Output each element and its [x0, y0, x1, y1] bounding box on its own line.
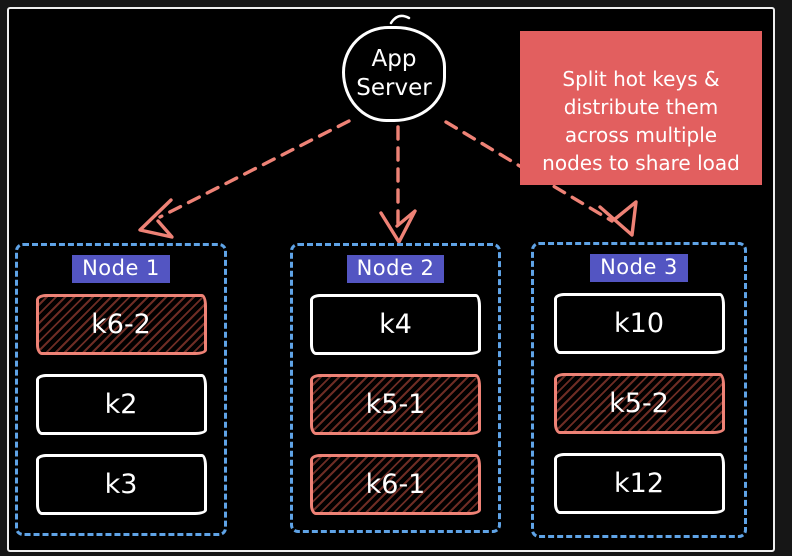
node-3-container: Node 3 k10 k5-2 k12 [531, 242, 747, 538]
key-label: k5-2 [609, 388, 669, 419]
node-1-label: Node 1 [72, 255, 170, 283]
annotation-text: Split hot keys & distribute them across … [542, 67, 740, 175]
key-box-hot: k5-2 [553, 373, 725, 434]
key-box: k4 [310, 294, 481, 355]
node-1-keys: k6-2 k2 k3 [35, 294, 207, 515]
node-1-container: Node 1 k6-2 k2 k3 [15, 243, 227, 536]
key-label: k6-1 [365, 469, 426, 500]
node-2-label: Node 2 [346, 255, 445, 283]
key-label: k3 [104, 469, 138, 500]
key-box-hot: k6-1 [310, 454, 481, 515]
key-label: k2 [104, 389, 138, 420]
key-label: k5-1 [365, 389, 426, 420]
node-2-keys: k4 k5-1 k6-1 [310, 294, 481, 515]
key-box: k12 [553, 453, 725, 514]
key-box: k10 [553, 293, 725, 354]
app-server-node: App Server [342, 26, 446, 122]
key-label: k4 [379, 309, 412, 340]
node-2-container: Node 2 k4 k5-1 k6-1 [290, 243, 501, 533]
key-box-hot: k5-1 [310, 374, 481, 435]
app-server-label: App Server [356, 46, 432, 101]
node-3-label: Node 3 [590, 254, 688, 282]
node-3-keys: k10 k5-2 k12 [553, 293, 725, 514]
annotation-box: Split hot keys & distribute them across … [520, 31, 762, 185]
key-box: k2 [35, 374, 207, 435]
key-label: k12 [614, 468, 664, 499]
key-box: k3 [35, 454, 207, 515]
key-box-hot: k6-2 [35, 294, 207, 355]
key-label: k6-2 [91, 309, 151, 340]
key-label: k10 [614, 308, 664, 339]
